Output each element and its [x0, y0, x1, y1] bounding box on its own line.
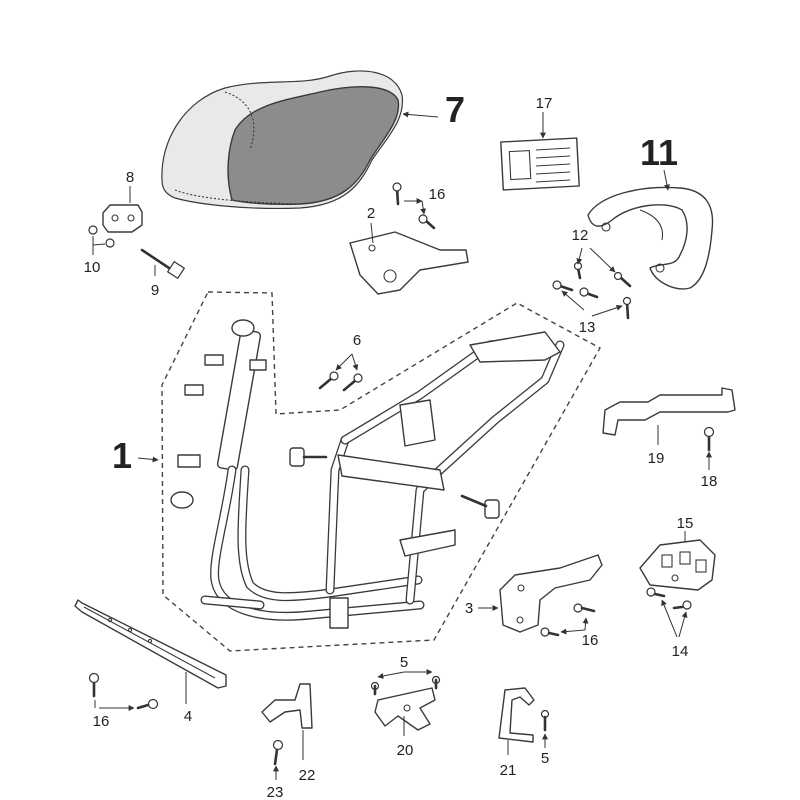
screw-5-bottom-part: [540, 709, 550, 732]
screw-16-bottom-part: [88, 672, 159, 710]
bolt-18-part: [703, 426, 715, 452]
screw-14-part: [646, 587, 692, 610]
screw-13-leader-a: [561, 290, 585, 311]
frame-part: [170, 319, 565, 629]
bracket-2-part: [349, 231, 469, 295]
label-plate-part: [500, 137, 580, 191]
screw-6-leader-b: [351, 353, 359, 371]
callout-20: 20: [397, 742, 414, 759]
callout-19: 19: [648, 450, 665, 467]
callout-17: 17: [536, 95, 553, 112]
nut-10-part: [88, 225, 115, 248]
screw-6-part: [318, 371, 363, 392]
bracket-2-leader: [370, 222, 374, 244]
callout-1: 1: [112, 435, 132, 476]
screw-16-top-leader-b: [420, 200, 427, 215]
bracket-8-part: [102, 204, 143, 233]
callout-2: 2: [367, 205, 375, 222]
screw-14-leader-a: [661, 599, 678, 638]
callout-18: 18: [701, 473, 718, 490]
panel-3-part: [499, 554, 603, 633]
screw-14-leader-b: [678, 611, 688, 638]
bracket-20-part: [374, 687, 436, 731]
screw-5-top-leader: [377, 671, 405, 679]
bracket-21-part: [498, 687, 535, 743]
screw-12-leader-a: [576, 247, 583, 265]
callout-9: 9: [151, 282, 159, 299]
callout-4: 4: [184, 708, 192, 725]
seat-leader: [402, 111, 439, 118]
screw-13-leader-b: [591, 304, 623, 317]
bracket-19-part: [602, 387, 736, 436]
screw-5-top-part: [370, 675, 441, 696]
callout-11: 11: [640, 132, 678, 173]
frame-leader: [137, 456, 159, 463]
screw-16-right-leader: [582, 617, 589, 631]
screw-16-top-part: [392, 182, 436, 230]
callout-12: 12: [572, 227, 589, 244]
callout-15: 15: [677, 515, 694, 532]
callout-13: 13: [579, 319, 596, 336]
grab-handle-part: [587, 186, 714, 290]
screw-12-leader-b: [589, 247, 616, 273]
callout-8: 8: [126, 169, 134, 186]
rail-4-part: [74, 599, 227, 689]
bolt-23-part: [272, 739, 284, 766]
callout-10: 10: [84, 259, 101, 276]
callout-21: 21: [500, 762, 517, 779]
screw-16-right-leader-b: [560, 628, 586, 635]
bracket-22-part: [261, 683, 313, 729]
frame-group-outline: [161, 291, 601, 652]
callout-6: 6: [353, 332, 361, 349]
callout-16-right: 16: [582, 632, 599, 649]
bolt-9-part: [140, 248, 186, 280]
seat-part: [161, 70, 404, 210]
grab-handle-leader: [663, 169, 670, 191]
screw-12-13-part: [552, 261, 632, 320]
callout-7: 7: [445, 89, 465, 130]
callout-23: 23: [267, 784, 284, 800]
callout-5-bottom: 5: [541, 750, 549, 767]
screw-16-right-part: [540, 603, 596, 637]
screw-6-leader-a: [335, 353, 353, 371]
callout-16-bottom: 16: [93, 713, 110, 730]
callout-22: 22: [299, 767, 316, 784]
callout-16-top: 16: [429, 186, 446, 203]
callout-5-top: 5: [400, 654, 408, 671]
bracket-15-part: [639, 539, 716, 591]
callout-3: 3: [465, 600, 473, 617]
nut-10-leader-b: [92, 243, 106, 246]
callout-14: 14: [672, 643, 689, 660]
